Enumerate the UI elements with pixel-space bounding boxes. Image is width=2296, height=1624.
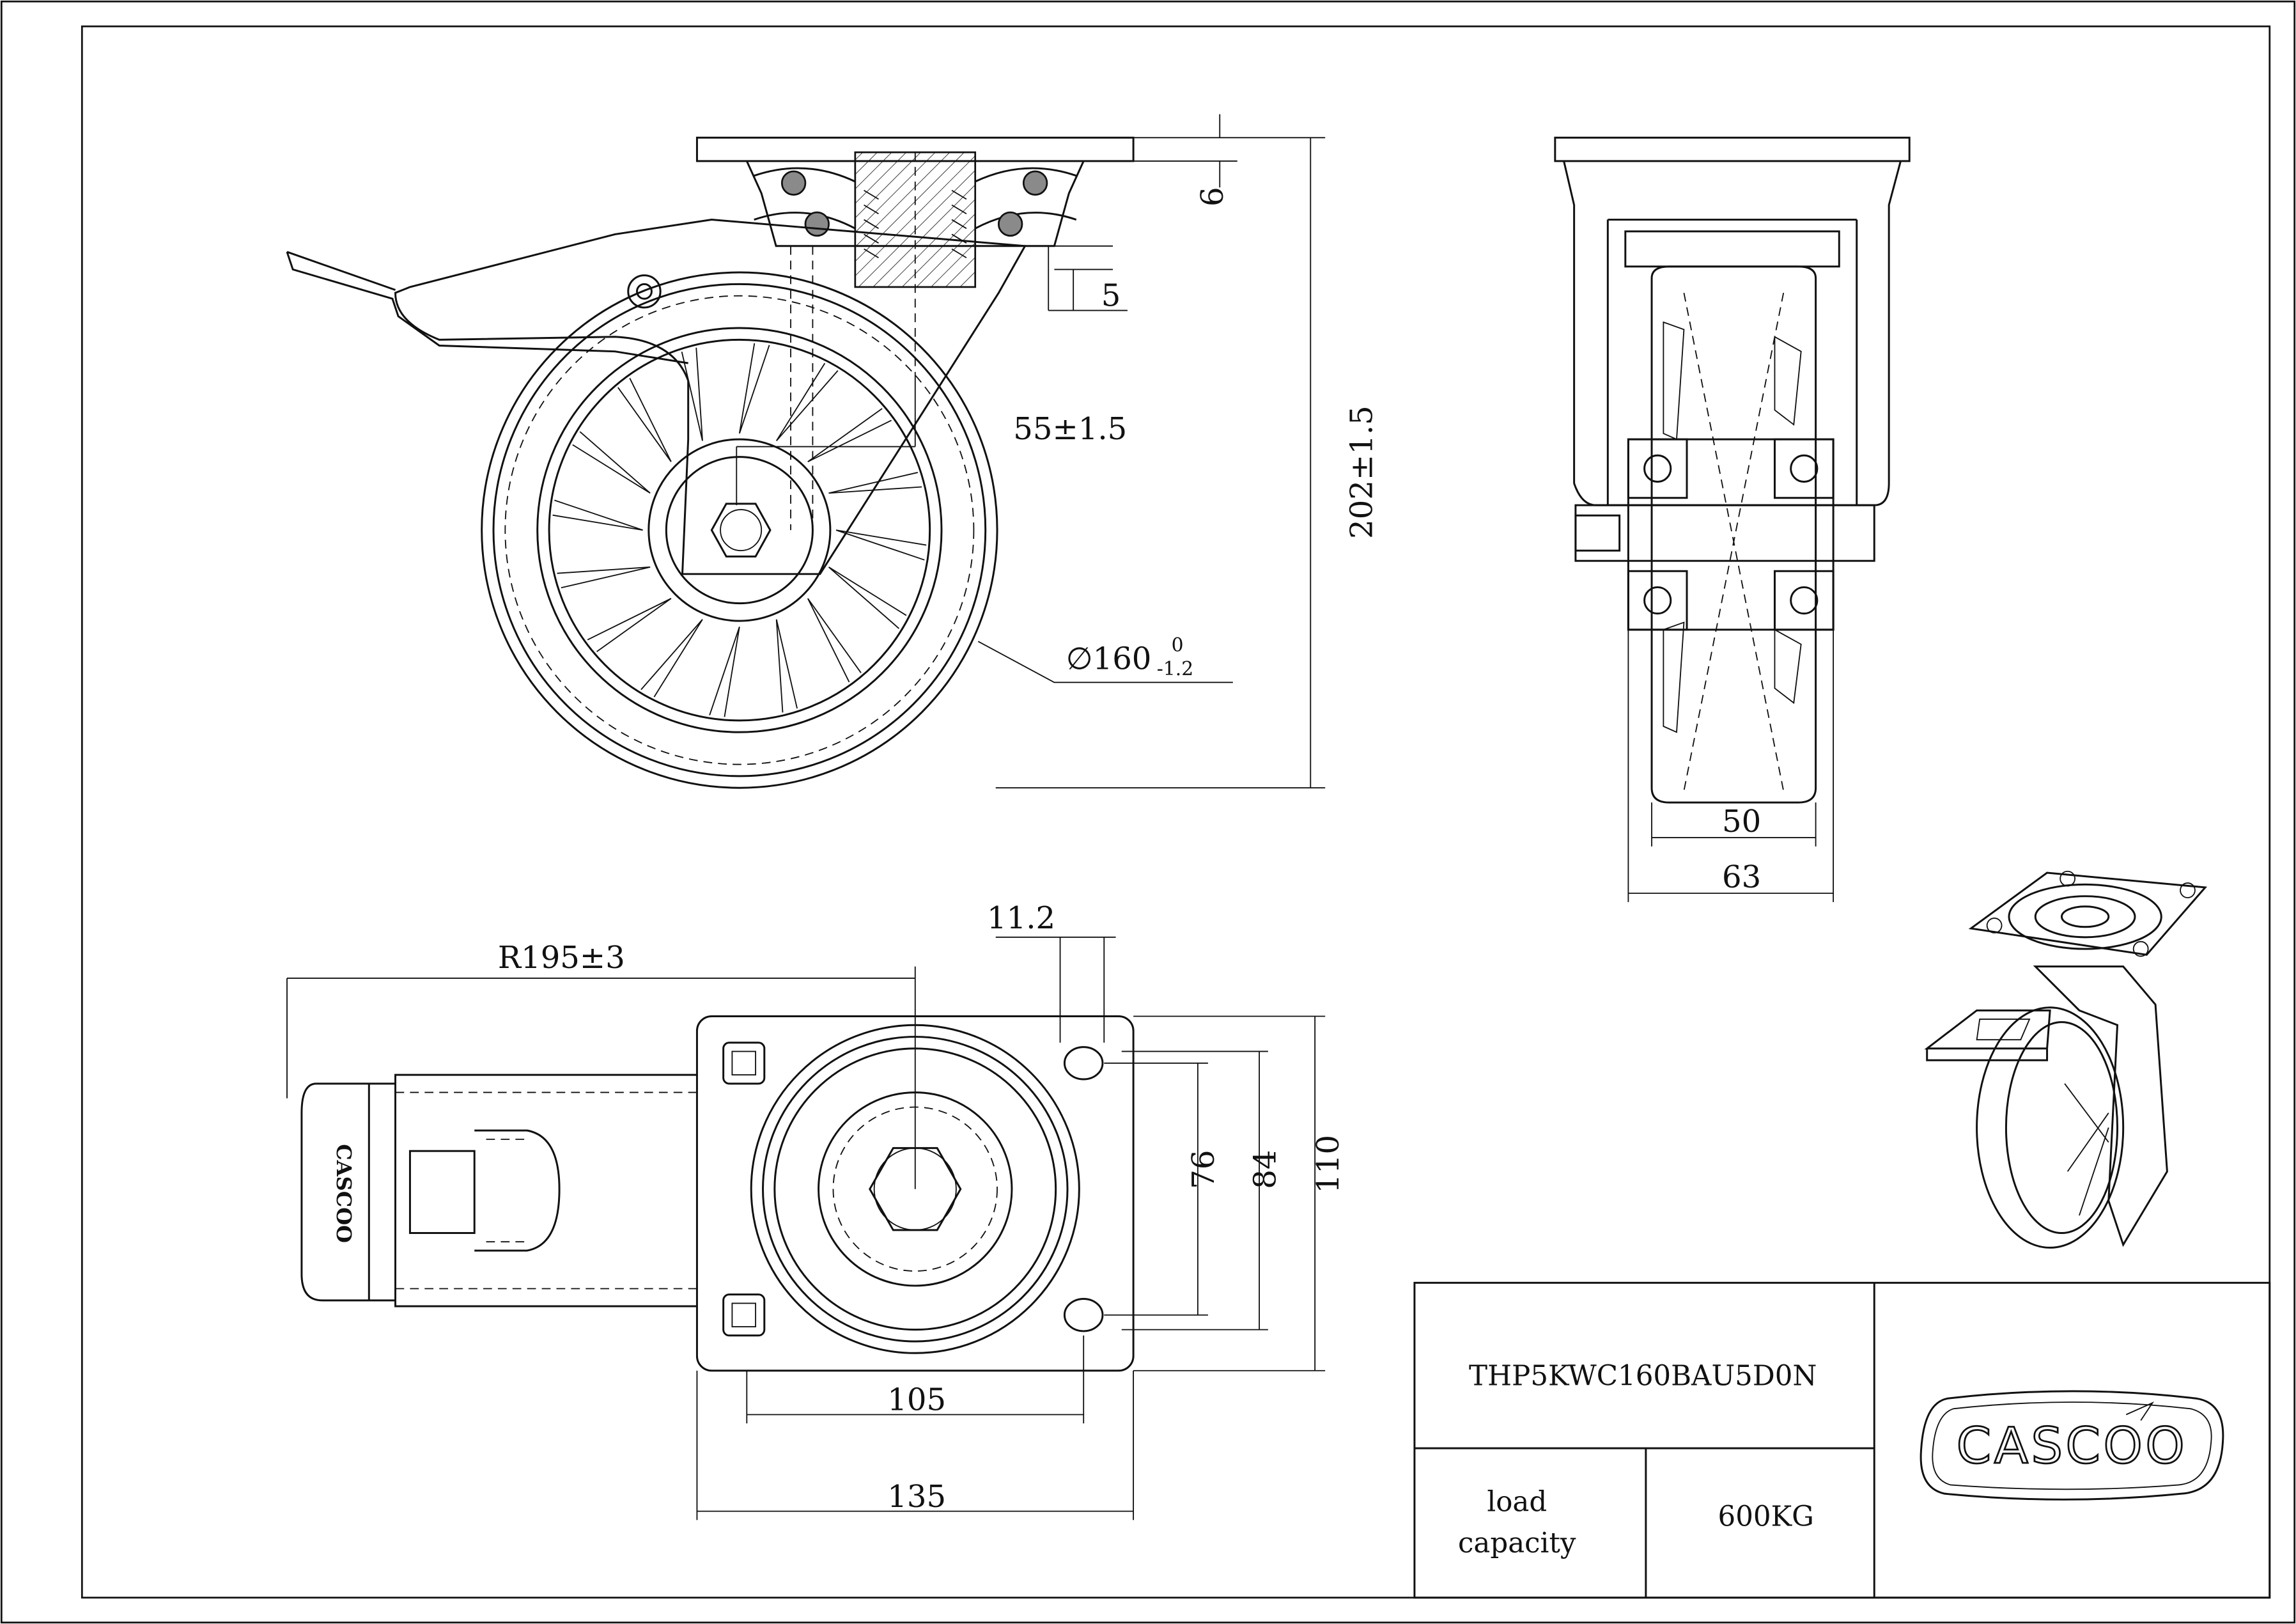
side-view bbox=[286, 136, 1135, 789]
wheel-spoke bbox=[552, 499, 643, 531]
dim-wheel-diameter-tol-lower: -1.2 bbox=[1157, 658, 1193, 680]
load-label-line1: load bbox=[1487, 1487, 1547, 1519]
wheel-spoke bbox=[709, 626, 740, 717]
dim-hole-diameter: 11.2 bbox=[987, 900, 1055, 936]
wheel-spoke bbox=[587, 598, 672, 652]
side-view-dimensions bbox=[736, 114, 1326, 789]
wheel-spoke bbox=[640, 619, 703, 698]
dim-wheel-diameter: ∅160 bbox=[1066, 641, 1152, 677]
logo-text: CASCOO bbox=[1957, 1417, 2188, 1475]
part-number: THP5KWC160BAU5D0N bbox=[1469, 1361, 1817, 1393]
top-view-dimensions bbox=[286, 936, 1326, 1520]
dim-plate-width: 110 bbox=[1310, 1135, 1346, 1194]
dim-hole-spacing-long: 105 bbox=[887, 1382, 946, 1418]
wheel-spoke bbox=[738, 343, 770, 434]
dim-bearing-offset: 5 bbox=[1101, 278, 1121, 314]
wheel-spoke bbox=[572, 431, 651, 494]
wheel-spoke bbox=[557, 566, 651, 589]
dim-plate-length: 135 bbox=[887, 1479, 946, 1515]
wheel-spoke bbox=[807, 408, 892, 463]
company-logo bbox=[1920, 1390, 2224, 1501]
load-value: 600KG bbox=[1718, 1501, 1814, 1533]
top-view bbox=[300, 966, 1135, 1372]
wheel-spoke bbox=[775, 363, 839, 442]
isometric-view bbox=[1924, 870, 2207, 1249]
dim-hole-spacing-short: 76 bbox=[1186, 1150, 1222, 1189]
dim-wheel-diameter-tol-upper: 0 bbox=[1172, 634, 1184, 657]
inner-border bbox=[81, 25, 2271, 1599]
brake-pedal-logo: CASCOO bbox=[332, 1144, 356, 1243]
dim-swivel-radius: R195±3 bbox=[498, 940, 625, 976]
dim-plate-thickness: 6 bbox=[1195, 187, 1230, 207]
wheel-spoke bbox=[617, 378, 672, 462]
wheel-spoke bbox=[828, 472, 922, 494]
dim-wheel-width: 50 bbox=[1722, 804, 1761, 839]
wheel-spoke bbox=[835, 529, 927, 561]
load-label-line2: capacity bbox=[1458, 1527, 1576, 1559]
wheel-spoke bbox=[775, 619, 798, 713]
wheel-spoke bbox=[828, 566, 907, 629]
dim-total-height: 202±1.5 bbox=[1344, 405, 1379, 539]
dim-swivel-offset: 55±1.5 bbox=[1013, 411, 1127, 447]
wheel-spoke bbox=[681, 347, 703, 441]
dim-bracket-width: 63 bbox=[1722, 859, 1761, 895]
title-block bbox=[1413, 1281, 2271, 1599]
end-view bbox=[1554, 136, 1911, 902]
dim-plate-inner: 84 bbox=[1247, 1150, 1283, 1189]
wheel-spoke bbox=[807, 598, 862, 683]
